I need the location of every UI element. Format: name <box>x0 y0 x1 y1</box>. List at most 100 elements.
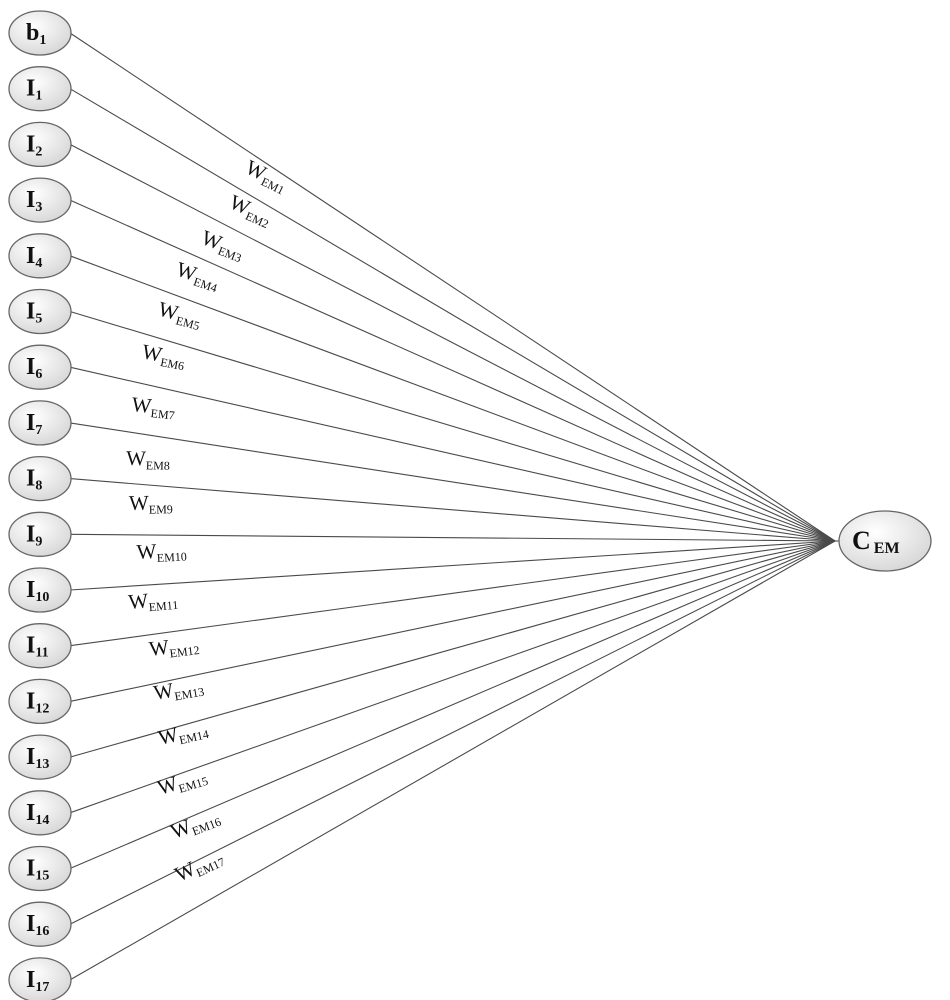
input-node-label: I14 <box>26 800 49 828</box>
input-node-label: I10 <box>26 577 49 605</box>
edge-i2-to-output <box>69 143 836 542</box>
weight-label-main: W <box>126 446 146 470</box>
weight-label-subscript: EM11 <box>148 598 179 615</box>
input-node-circle <box>8 623 72 669</box>
input-node-i9: I9 <box>8 511 72 557</box>
input-node-label: I9 <box>26 521 42 549</box>
input-node-i14: I14 <box>8 790 72 836</box>
input-node-label: I6 <box>26 354 42 382</box>
weight-label-subscript: EM14 <box>178 727 210 747</box>
input-node-label: I13 <box>26 744 49 772</box>
input-node-i17: I17 <box>8 957 72 1000</box>
weight-label-subscript: EM17 <box>194 855 227 880</box>
input-node-label: I2 <box>26 131 42 159</box>
weight-label-wem1: WEM1 <box>241 155 292 198</box>
input-node-circle <box>8 455 72 502</box>
input-node-circle <box>8 66 72 112</box>
weight-label-wem2: WEM2 <box>225 190 276 232</box>
input-node-label: I4 <box>26 243 42 271</box>
input-node-label: I3 <box>26 187 42 215</box>
input-nodes: b1I1I2I3I4I5I6I7I8I9I10I11I12I13I14I15I1… <box>8 10 72 1000</box>
weight-label-subscript: EM5 <box>174 313 201 333</box>
weight-label-main: W <box>140 339 164 366</box>
input-node-i6: I6 <box>8 344 72 390</box>
weight-label-subscript: EM8 <box>146 458 170 472</box>
edge-i13-to-output <box>69 540 836 758</box>
input-node-circle <box>8 511 72 557</box>
input-node-circle <box>8 734 72 780</box>
weight-label-subscript: EM4 <box>192 274 219 295</box>
weight-label-wem17: WEM17 <box>171 844 227 889</box>
input-node-circle <box>8 10 72 56</box>
input-node-circle <box>8 121 72 168</box>
input-node-label: I7 <box>26 410 42 438</box>
input-node-i15: I15 <box>8 845 72 892</box>
weight-label-wem13: WEM13 <box>152 673 206 707</box>
input-node-i8: I8 <box>8 455 72 502</box>
weight-label-main: W <box>152 678 176 705</box>
weight-label-main: W <box>127 588 149 614</box>
weight-label-wem16: WEM16 <box>167 803 223 845</box>
input-node-circle <box>8 957 72 1000</box>
weight-label-wem14: WEM14 <box>156 715 210 752</box>
weight-label-subscript: EM7 <box>150 406 175 422</box>
input-node-circle <box>8 344 72 390</box>
weight-label-wem5: WEM5 <box>155 297 204 333</box>
edge-i8-to-output <box>69 478 836 542</box>
input-node-i12: I12 <box>8 678 72 725</box>
input-node-circle <box>8 845 72 892</box>
input-node-i11: I11 <box>8 623 72 669</box>
weight-label-subscript: EM2 <box>243 209 271 232</box>
input-node-i1: I1 <box>8 66 72 112</box>
edge-i16-to-output <box>69 540 836 925</box>
weight-label-wem10: WEM10 <box>136 537 187 566</box>
weight-label-wem4: WEM4 <box>173 257 223 295</box>
weight-label-wem15: WEM15 <box>154 762 209 801</box>
edge-i6-to-output <box>69 366 836 542</box>
input-node-circle <box>8 288 72 335</box>
input-node-i13: I13 <box>8 734 72 780</box>
edge-i9-to-output <box>69 533 836 542</box>
input-node-circle <box>8 177 72 223</box>
input-node-label: I12 <box>26 688 49 716</box>
edge-i14-to-output <box>69 540 836 814</box>
output-node-circle <box>838 510 932 572</box>
input-node-i4: I4 <box>8 233 72 279</box>
weight-label-wem7: WEM7 <box>130 392 176 422</box>
input-node-circle <box>8 790 72 836</box>
input-node-label: I8 <box>26 466 42 494</box>
input-node-i2: I2 <box>8 121 72 168</box>
edge-i11-to-output <box>69 540 836 647</box>
edge-i4-to-output <box>69 255 836 542</box>
weight-label-wem6: WEM6 <box>140 339 188 373</box>
edge-i12-to-output <box>69 540 836 702</box>
weight-label-subscript: EM9 <box>149 502 173 516</box>
weight-label-subscript: EM12 <box>169 643 200 661</box>
weight-label-main: W <box>130 392 152 418</box>
edge-i3-to-output <box>69 199 836 542</box>
edge-i5-to-output <box>69 310 836 542</box>
input-node-label: I17 <box>26 967 49 995</box>
weight-label-main: W <box>136 539 157 564</box>
input-node-circle <box>8 678 72 725</box>
weight-labels: WEM1WEM2WEM3WEM4WEM5WEM6WEM7WEM8WEM9WEM1… <box>126 155 292 889</box>
input-node-label: I15 <box>26 856 49 884</box>
edge-i10-to-output <box>69 540 836 591</box>
weight-label-wem8: WEM8 <box>126 446 170 473</box>
weight-label-subscript: EM3 <box>216 244 243 266</box>
input-node-circle <box>8 901 72 947</box>
input-node-i3: I3 <box>8 177 72 223</box>
weight-label-main: W <box>148 635 171 661</box>
edge-i17-to-output <box>69 540 836 981</box>
weight-label-subscript: EM6 <box>159 355 185 373</box>
input-node-b1: b1 <box>8 10 72 56</box>
connection-edges <box>69 32 841 981</box>
weight-label-subscript: EM10 <box>156 549 187 565</box>
edge-i7-to-output <box>69 422 836 542</box>
input-node-i10: I10 <box>8 567 72 613</box>
weight-label-main: W <box>129 491 149 515</box>
